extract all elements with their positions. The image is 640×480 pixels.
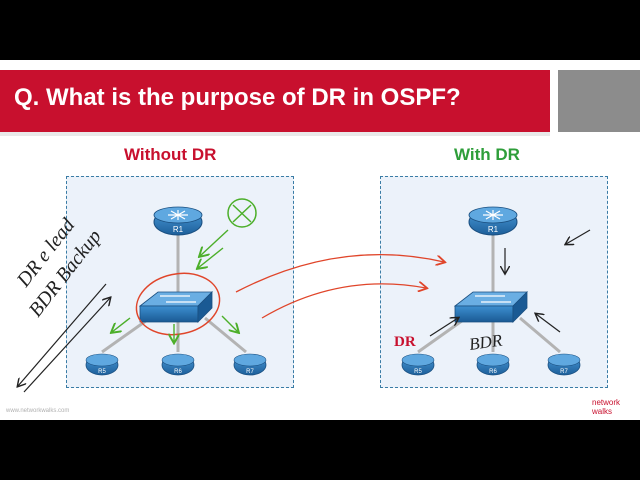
red-circle-annotation xyxy=(135,272,221,336)
footer-url: www.networkwalks.com xyxy=(6,408,70,414)
gray-decor-box xyxy=(558,70,640,132)
bdr-label: BDR xyxy=(468,330,504,353)
diagram-canvas: R1 R5 R6 R7 R1 xyxy=(12,198,591,393)
router-r7-right: R7 xyxy=(547,353,581,376)
switch-right xyxy=(453,291,528,323)
black-arrow xyxy=(23,298,110,393)
title-bar xyxy=(0,70,550,132)
switch-icon xyxy=(475,295,511,303)
dr-label: DR xyxy=(394,334,416,350)
heading-without-dr: Without DR xyxy=(124,145,217,164)
switch-icon xyxy=(160,295,196,303)
left-links xyxy=(101,235,247,354)
red-curve-arrow xyxy=(235,254,444,293)
link-switch-r7 xyxy=(204,316,247,354)
router-r6-right: R6 xyxy=(476,353,510,376)
green-arrow xyxy=(200,229,229,256)
black-arrow xyxy=(18,283,107,386)
link-switch-r7-right xyxy=(519,316,561,354)
router-r1-right: R1 xyxy=(468,206,518,236)
link-switch-r5-right xyxy=(417,316,467,354)
slide-title: Q. What is the purpose of DR in OSPF? xyxy=(14,84,461,111)
red-curve-arrow xyxy=(261,284,426,319)
router-label: R1 xyxy=(488,225,499,234)
green-arrow xyxy=(112,317,131,332)
router-label: R1 xyxy=(173,225,184,234)
title-shadow xyxy=(0,132,550,136)
router-r5-right: R5 xyxy=(401,353,435,376)
switch-left xyxy=(138,291,213,323)
router-label: R5 xyxy=(414,369,422,375)
brand-logo: network walks xyxy=(592,398,621,416)
black-arrow xyxy=(536,314,561,333)
router-label: R7 xyxy=(560,369,568,375)
green-crossed-circle xyxy=(227,198,257,228)
router-label: R5 xyxy=(98,369,106,375)
router-label: R6 xyxy=(174,369,182,375)
green-arrow xyxy=(221,315,238,332)
router-r7-left: R7 xyxy=(233,353,267,376)
black-arrow xyxy=(566,229,591,244)
router-r6-left: R6 xyxy=(161,353,195,376)
router-r1-left: R1 xyxy=(153,206,203,236)
green-arrow xyxy=(198,247,224,268)
router-label: R6 xyxy=(489,369,497,375)
router-r5-left: R5 xyxy=(85,353,119,376)
heading-with-dr: With DR xyxy=(454,145,520,164)
green-arrows xyxy=(112,229,238,342)
slide: Q. What is the purpose of DR in OSPF? Wi… xyxy=(0,60,640,420)
router-label: R7 xyxy=(246,369,254,375)
black-arrow xyxy=(429,318,458,337)
